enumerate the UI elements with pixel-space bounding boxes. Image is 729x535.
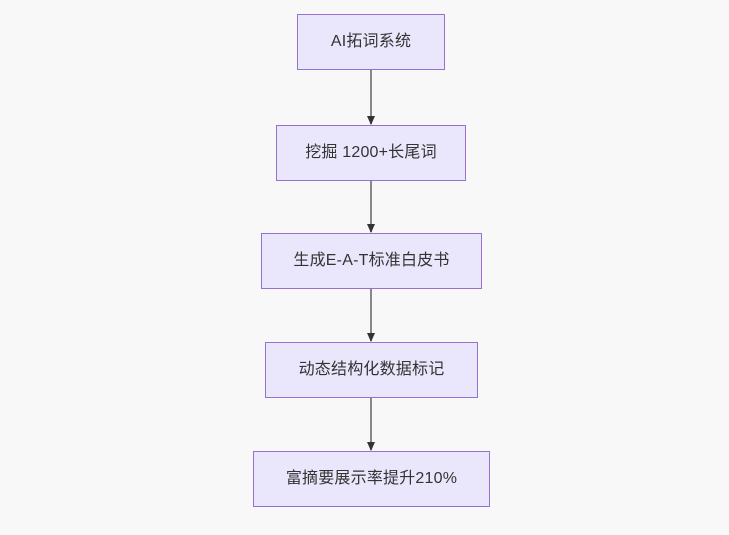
flowchart-node-n5[interactable]: 富摘要展示率提升210% (253, 451, 490, 507)
flowchart-node-label: 富摘要展示率提升210% (285, 470, 458, 488)
flowchart-node-n3[interactable]: 生成E-A-T标准白皮书 (261, 233, 482, 289)
flowchart-node-n4[interactable]: 动态结构化数据标记 (265, 342, 478, 398)
flowchart-node-n2[interactable]: 挖掘 1200+长尾词 (276, 125, 466, 181)
flowchart-node-label: AI拓词系统 (330, 33, 412, 51)
flowchart-node-label: 动态结构化数据标记 (298, 361, 445, 379)
flowchart-node-n1[interactable]: AI拓词系统 (297, 14, 445, 70)
flowchart-node-label: 挖掘 1200+长尾词 (305, 144, 437, 162)
flowchart-node-label: 生成E-A-T标准白皮书 (293, 252, 450, 270)
